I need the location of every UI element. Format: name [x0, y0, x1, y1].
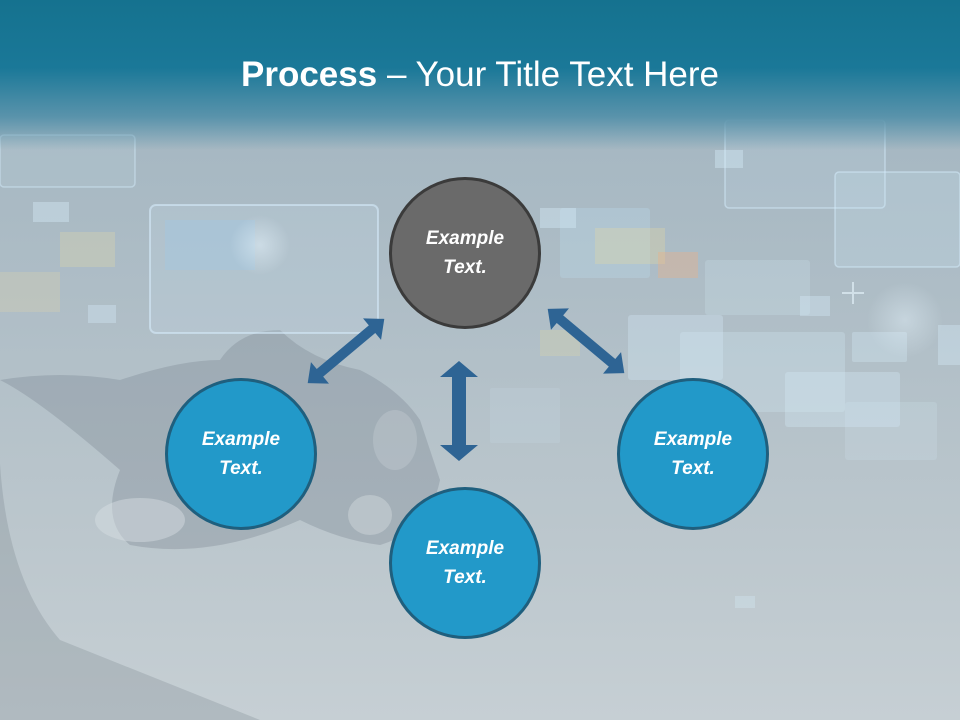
node-bottom-label: Example Text. [425, 538, 505, 588]
node-right-label: Example Text. [653, 429, 733, 479]
slide-title: Process – Your Title Text Here [0, 52, 960, 98]
node-bottom: Example Text. [389, 487, 541, 639]
title-bar [0, 0, 960, 150]
title-rest: – Your Title Text Here [377, 55, 719, 94]
node-top: Example Text. [389, 177, 541, 329]
node-top-label: Example Text. [425, 228, 505, 278]
title-strong: Process [241, 55, 378, 94]
arrow-vertical [440, 361, 478, 461]
node-right: Example Text. [617, 378, 769, 530]
arrow-top-right [547, 308, 625, 374]
node-left: Example Text. [165, 378, 317, 530]
node-left-label: Example Text. [201, 429, 281, 479]
arrow-top-left [307, 318, 385, 384]
